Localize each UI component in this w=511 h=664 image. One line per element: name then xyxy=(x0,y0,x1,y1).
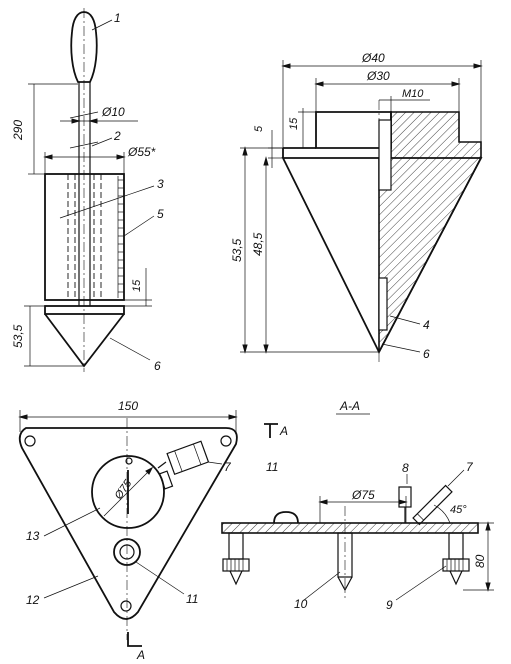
angle-arc xyxy=(433,504,451,524)
label-part-10: 10 xyxy=(294,597,308,611)
break-line-1 xyxy=(69,111,99,119)
section-a-a-view: А-А Ø75 8 xyxy=(221,399,494,612)
dim-15b: 15 xyxy=(288,117,300,130)
corner-hole-left xyxy=(24,435,36,447)
scale-ticks xyxy=(117,176,124,298)
label-part-8: 8 xyxy=(402,461,409,475)
dim-dia30: Ø30 xyxy=(366,69,390,83)
label-part-11a: 11 xyxy=(186,592,198,606)
label-part-7a: 7 xyxy=(224,460,232,474)
dim-dia75-plan: Ø75 xyxy=(112,477,135,502)
foot-knob-right xyxy=(442,558,470,572)
cone-collar xyxy=(44,305,125,315)
label-part-1: 1 xyxy=(114,11,121,25)
dim-45deg: 45° xyxy=(450,504,467,516)
plate-knob xyxy=(273,511,299,524)
corner-hole-right xyxy=(220,435,232,447)
triangle-base-plan: Ø75 7 150 А А 13 12 11 11 xyxy=(18,399,288,662)
dim-5: 5 xyxy=(253,125,265,132)
cone-section-view: Ø40 Ø30 M10 5 15 53,5 48,5 4 xyxy=(230,51,483,364)
cut-arrow-bottom xyxy=(127,632,142,647)
dim-290: 290 xyxy=(11,120,25,141)
label-part-13: 13 xyxy=(26,529,40,543)
label-part-3: 3 xyxy=(157,177,164,191)
dim-15a: 15 xyxy=(131,279,143,292)
label-part-12: 12 xyxy=(26,593,40,607)
small-level-7 xyxy=(166,440,210,476)
section-title: А-А xyxy=(339,399,360,413)
triangle-plate xyxy=(18,427,238,620)
lower-slot xyxy=(378,277,388,331)
dim-53-5b: 53,5 xyxy=(230,238,244,262)
inclined-level-7 xyxy=(412,484,453,526)
foot-knob-left xyxy=(222,558,250,572)
dim-dia75-section: Ø75 xyxy=(351,488,375,502)
dim-dia55: Ø55* xyxy=(127,145,156,159)
label-part-2: 2 xyxy=(113,129,121,143)
label-part-6b: 6 xyxy=(423,347,430,361)
dim-m10: M10 xyxy=(402,88,424,100)
foot-screw-left xyxy=(228,532,244,560)
label-part-7b: 7 xyxy=(466,460,474,474)
label-part-6a: 6 xyxy=(154,359,161,373)
center-pin-tip xyxy=(337,576,353,592)
foot-screw-right xyxy=(448,532,464,560)
dim-150: 150 xyxy=(118,399,138,413)
thread-hole xyxy=(378,119,392,191)
label-part-5: 5 xyxy=(157,207,164,221)
cut-label-bottom: А xyxy=(136,648,145,662)
label-part-9: 9 xyxy=(386,598,393,612)
corner-hole-bottom xyxy=(120,600,132,612)
cut-label-top: А xyxy=(279,424,288,438)
plumb-assembly-view: 290 Ø10 Ø55* 15 53,5 1 2 3 5 6 xyxy=(11,8,164,373)
dim-dia40: Ø40 xyxy=(361,51,385,65)
vial-mark xyxy=(125,457,133,465)
foot-tip-right xyxy=(449,570,463,586)
flange xyxy=(282,147,316,158)
body-cylinder xyxy=(44,173,125,301)
cone-tip xyxy=(44,313,125,368)
dim-48-5: 48,5 xyxy=(251,232,265,256)
base-plate-section xyxy=(221,522,479,534)
label-part-11b: 11 xyxy=(266,460,278,474)
label-part-4: 4 xyxy=(423,318,430,332)
cut-arrow-top xyxy=(264,423,278,438)
foot-tip-left xyxy=(229,570,243,586)
dim-dia10: Ø10 xyxy=(101,105,125,119)
dim-53-5a: 53,5 xyxy=(11,324,25,348)
hatched-section xyxy=(378,111,482,353)
break-line-2 xyxy=(69,141,99,149)
level-vial-circle xyxy=(91,455,165,529)
dim-80: 80 xyxy=(473,554,487,568)
